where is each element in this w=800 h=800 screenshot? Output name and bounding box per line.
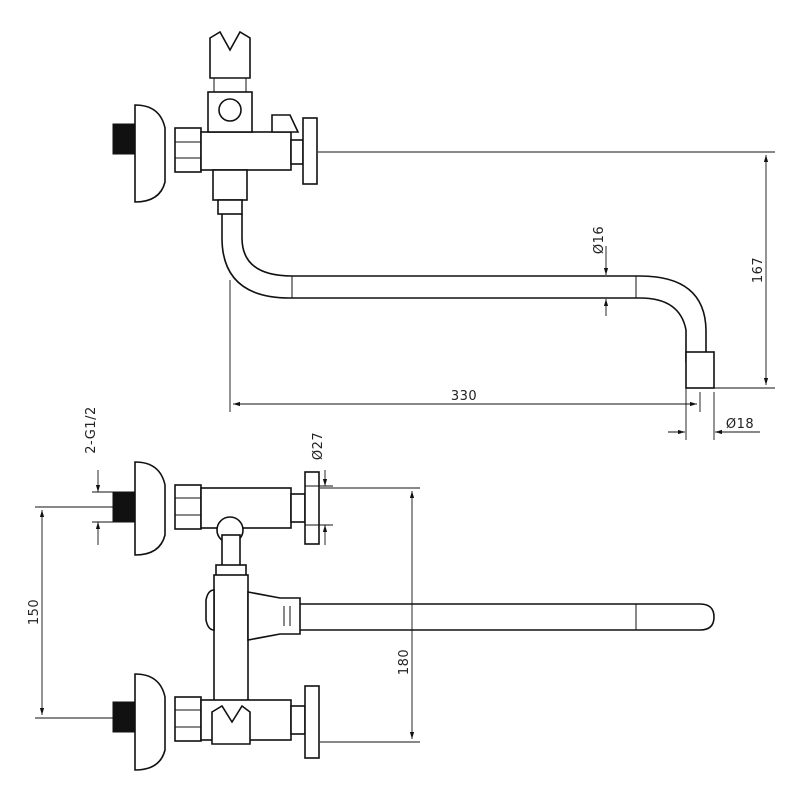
side-view: 167 330 Ø16 Ø18 bbox=[112, 30, 775, 440]
shower-holder-top bbox=[209, 30, 251, 79]
front-view: 2-G1/2 Ø27 150 180 bbox=[27, 406, 715, 771]
dim-pipe-diameter: Ø16 bbox=[592, 226, 607, 254]
dim-spout-reach: 330 bbox=[451, 389, 477, 404]
handle-wheel-upper bbox=[304, 471, 320, 545]
wall-flange-top bbox=[134, 104, 166, 203]
shower-holder-lower bbox=[211, 704, 251, 745]
hex-nut-lower bbox=[174, 696, 202, 742]
inlet-thread-upper bbox=[112, 491, 136, 523]
spout-pipe bbox=[221, 214, 687, 362]
spout-connector bbox=[212, 169, 248, 201]
wall-flange-upper bbox=[134, 461, 166, 556]
spout-outlet bbox=[685, 351, 715, 389]
hex-nut-top bbox=[174, 127, 202, 173]
hex-nut-upper bbox=[174, 484, 202, 530]
dim-outlet-diameter: Ø18 bbox=[726, 417, 754, 432]
wall-flange-lower bbox=[134, 673, 166, 771]
dim-inlet-spacing: 150 bbox=[27, 599, 42, 625]
inlet-thread-top bbox=[112, 123, 136, 155]
spout-pipe-front bbox=[300, 603, 715, 631]
valve-body-upper bbox=[200, 487, 292, 529]
dim-spout-height: 167 bbox=[751, 257, 766, 283]
handle-wheel-top bbox=[290, 139, 304, 165]
valve-body-top bbox=[200, 131, 292, 171]
dim-flange-diameter: Ø27 bbox=[311, 432, 326, 460]
inlet-thread-lower bbox=[112, 701, 136, 733]
dim-overall-height: 180 bbox=[397, 649, 412, 675]
dim-thread: 2-G1/2 bbox=[84, 406, 99, 453]
handle-wheel-lower bbox=[304, 685, 320, 759]
swivel-collar bbox=[247, 591, 301, 641]
